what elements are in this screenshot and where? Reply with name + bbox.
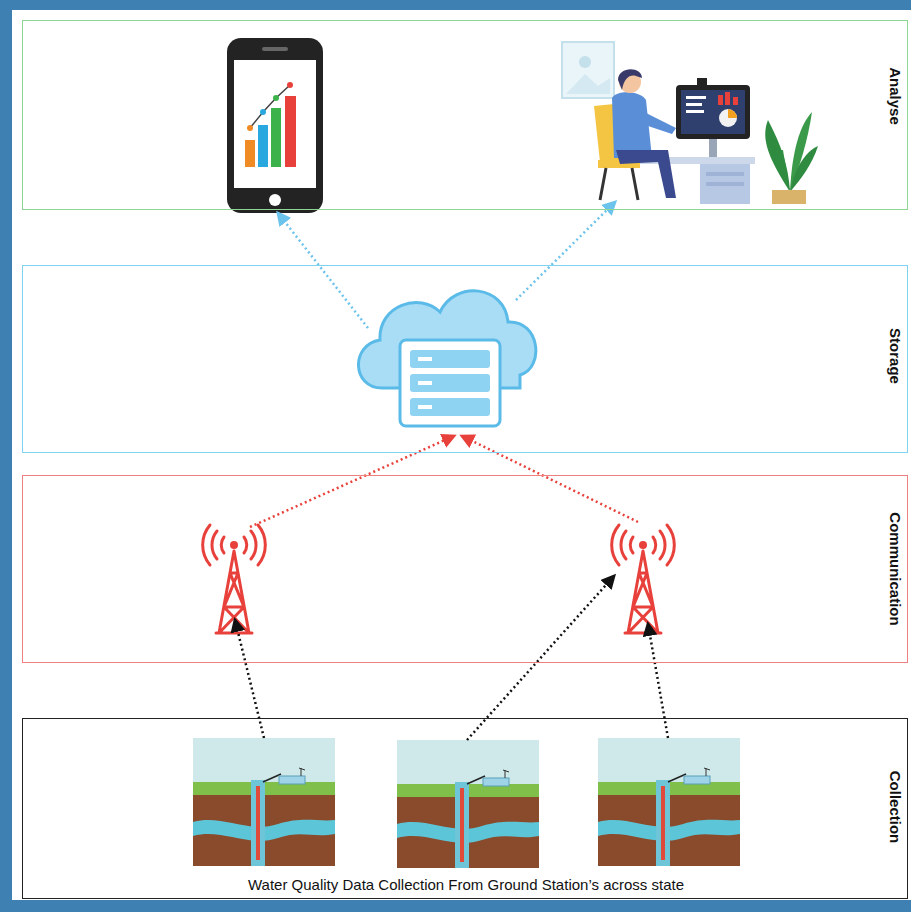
analyst-icon	[562, 42, 818, 204]
ground-station-icon	[397, 740, 539, 868]
collection-band: CollectionWater Quality Data Collection …	[22, 718, 908, 899]
band-caption: Water Quality Data Collection From Groun…	[245, 876, 687, 894]
ground-station-icon	[193, 738, 335, 866]
flow-arrows	[235, 202, 668, 740]
tower-icon	[612, 525, 675, 633]
tower-icon	[203, 525, 266, 633]
analyse-band: Analyse	[22, 20, 908, 210]
band-label: Collection	[886, 771, 904, 844]
cloud-server-icon	[358, 291, 535, 426]
band-label: Analyse	[886, 67, 904, 125]
band-label: Communication	[886, 512, 904, 625]
storage-band: Storage	[22, 265, 908, 453]
band-label: Storage	[886, 328, 904, 384]
communication-band: Communication	[22, 475, 908, 663]
phone-icon	[227, 38, 323, 213]
ground-station-icon	[598, 738, 740, 866]
